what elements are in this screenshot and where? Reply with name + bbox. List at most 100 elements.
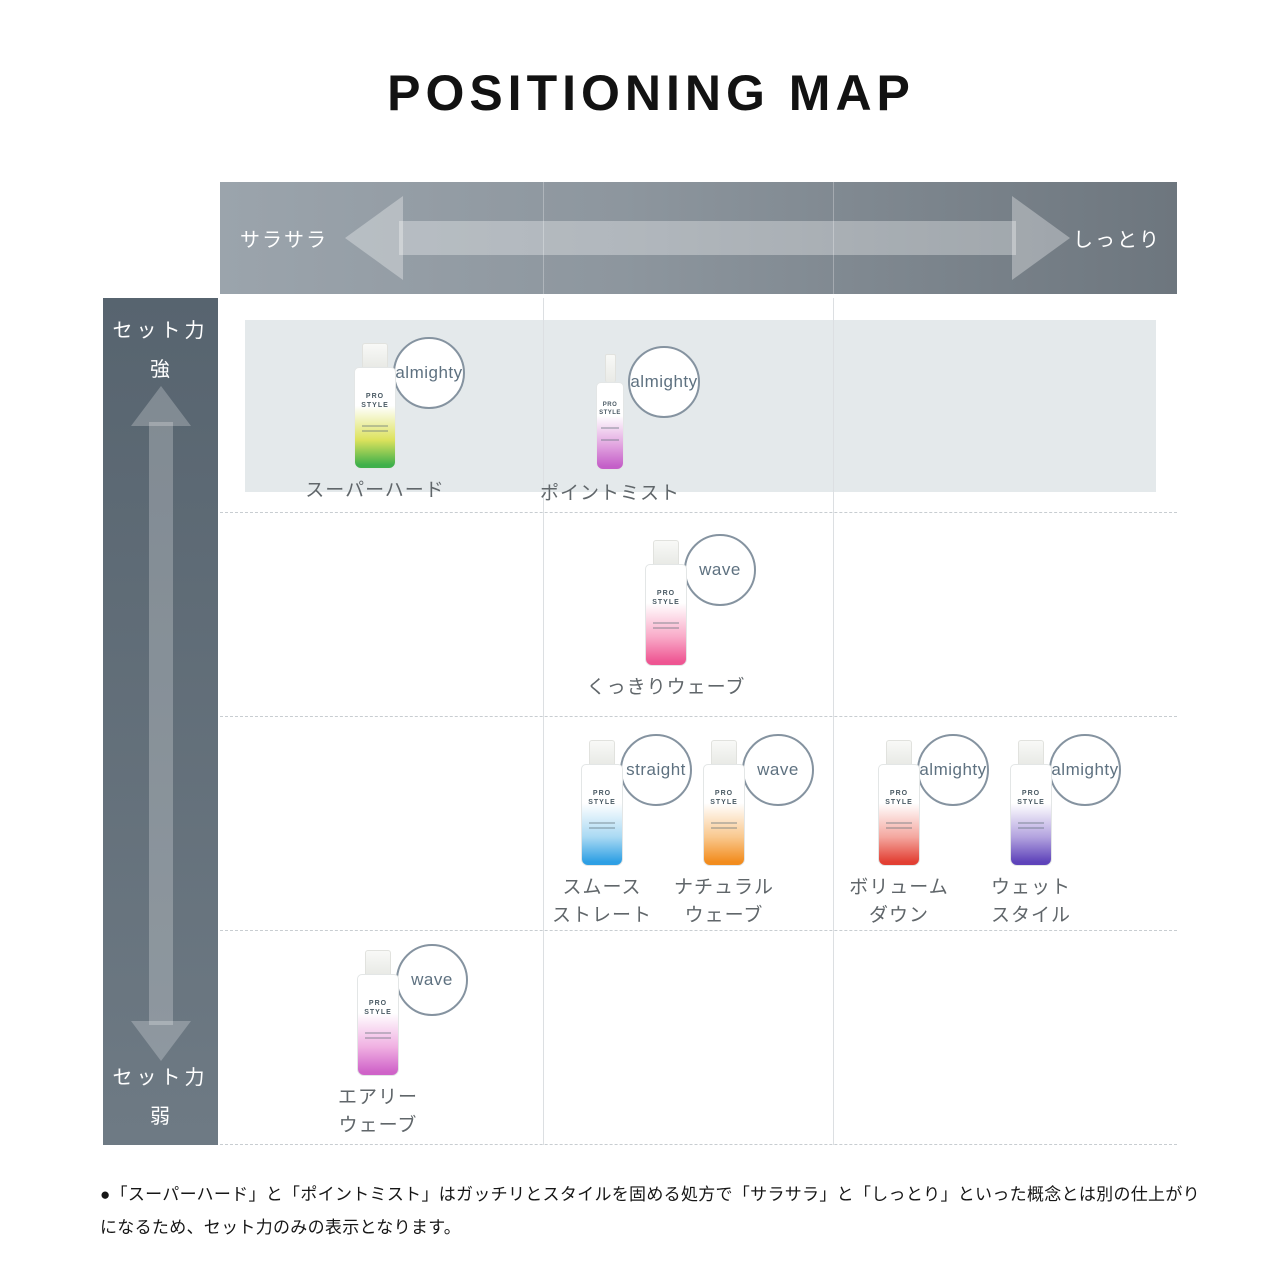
badge-circle: almighty (1049, 734, 1121, 806)
product-label: くっきりウェーブ (586, 677, 746, 698)
axis-label-shittori: しっとり (1073, 229, 1161, 252)
bottle-fineprint (365, 1036, 391, 1039)
badge-circle: wave (742, 734, 814, 806)
bottle-fineprint (1018, 826, 1044, 829)
bottle-fineprint (1018, 821, 1044, 824)
bottle-cap-icon (589, 740, 615, 764)
bottle-cap-icon (711, 740, 737, 764)
bottle-cap-icon (886, 740, 912, 764)
bottle-cap-icon (365, 950, 391, 974)
product-label: ボリュームダウン (849, 877, 949, 926)
axis-bar-divider (543, 182, 544, 294)
bottle-cap-icon (604, 354, 616, 382)
double-arrow-vertical-icon (130, 386, 191, 1061)
bottle-fineprint (589, 826, 615, 829)
grid-vline (543, 298, 544, 1145)
bottle-fineprint (711, 826, 737, 829)
product-label: ナチュラルウェーブ (673, 877, 774, 926)
bottle-fineprint (601, 439, 619, 442)
badge-circle: straight (620, 734, 692, 806)
product-label: ウェットスタイル (990, 877, 1071, 926)
bottle-cap-icon (653, 540, 679, 564)
vertical-axis-panel: セット力 強 セット力 弱 (103, 298, 218, 1145)
product-label: スムースストレート (551, 877, 652, 926)
axis-bar-divider (833, 182, 834, 294)
double-arrow-horizontal-icon (345, 196, 1070, 280)
grid-hline (220, 1144, 1177, 1145)
grid-hline (220, 512, 1177, 513)
product-label: スーパーハード (305, 480, 445, 501)
bottle-fineprint (886, 826, 912, 829)
arrow-shaft (399, 221, 1016, 255)
badge-label: almighty (630, 372, 698, 391)
product-label: エアリーウェーブ (337, 1087, 418, 1136)
bottle-fineprint (653, 621, 679, 624)
badge-label: straight (626, 760, 686, 779)
bottle-cap-icon (1018, 740, 1044, 764)
bottle-fineprint (601, 427, 619, 430)
badge-circle: wave (684, 534, 756, 606)
badge-circle: almighty (628, 346, 700, 418)
badge-label: wave (699, 560, 741, 579)
badge-label: almighty (395, 363, 463, 382)
grid-hline (220, 716, 1177, 717)
bottle-fineprint (362, 429, 388, 432)
grid-vline (833, 298, 834, 1145)
horizontal-axis-bar: サラサラ しっとり (220, 182, 1177, 294)
grid-hline (220, 930, 1177, 931)
badge-label: wave (411, 970, 453, 989)
bottle-fineprint (365, 1031, 391, 1034)
bottle-cap-icon (362, 343, 388, 367)
badge-label: almighty (919, 760, 987, 779)
axis-label-set-weak: セット力 弱 (112, 1067, 209, 1128)
axis-label-sarasara: サラサラ (240, 229, 328, 252)
footnote: ●「スーパーハード」と「ポイントミスト」はガッチリとスタイルを固める処方で「サラ… (100, 1185, 1200, 1238)
badge-label: wave (757, 760, 799, 779)
bottle-fineprint (886, 821, 912, 824)
badge-circle: wave (396, 944, 468, 1016)
axis-label-set-strong: セット力 強 (112, 320, 209, 381)
highlight-band (245, 320, 1156, 492)
product-label: ポイントミスト (539, 483, 680, 504)
positioning-grid (220, 298, 1177, 1145)
arrow-shaft (148, 422, 173, 1025)
bottle-fineprint (653, 626, 679, 629)
bottle-fineprint (589, 821, 615, 824)
badge-circle: almighty (917, 734, 989, 806)
bottle-fineprint (711, 821, 737, 824)
bottle-fineprint (362, 424, 388, 427)
badge-circle: almighty (393, 337, 465, 409)
page-title: POSITIONING MAP (387, 65, 915, 121)
badge-label: almighty (1051, 760, 1119, 779)
